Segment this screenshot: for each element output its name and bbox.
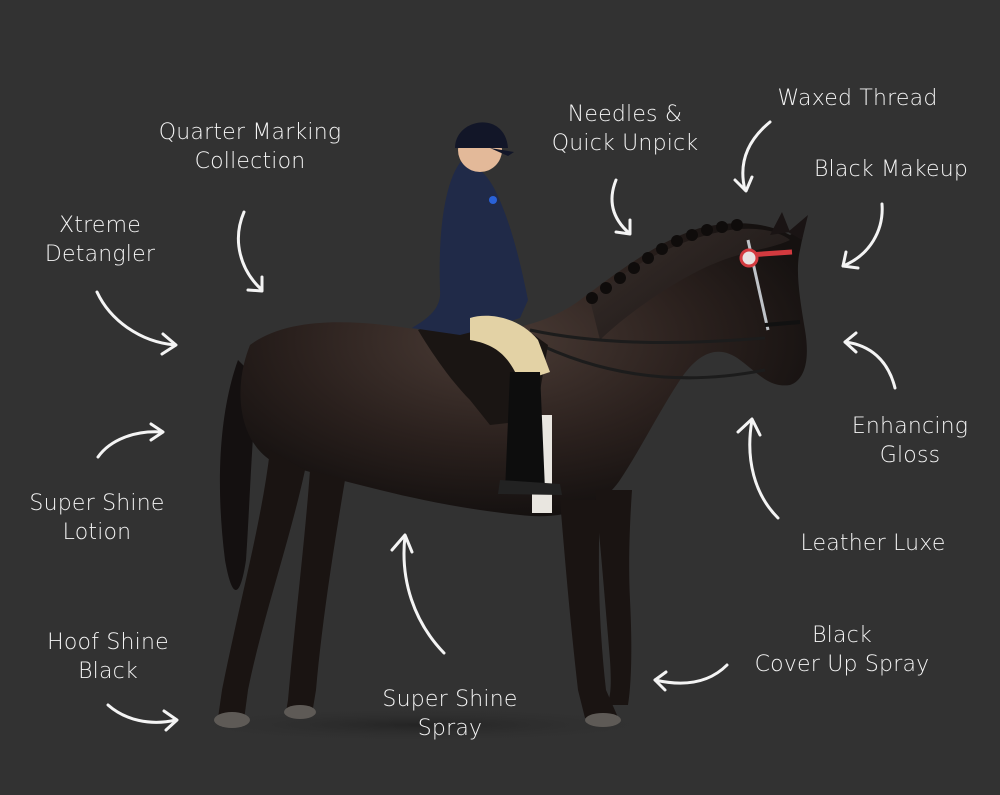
label-line: Gloss	[879, 443, 941, 468]
label-line: Xtreme	[59, 213, 141, 238]
label-black-makeup: Black Makeup	[802, 155, 980, 184]
label-line: Leather Luxe	[800, 531, 946, 556]
label-line: Enhancing	[851, 414, 969, 439]
label-line: Super Shine	[29, 491, 165, 516]
label-line: Black	[78, 659, 138, 684]
arrow-quarter-marking-icon	[236, 210, 264, 293]
label-line: Needles &	[567, 102, 683, 127]
label-line: Black	[812, 623, 872, 648]
label-line: Detangler	[44, 242, 156, 267]
hooves	[214, 705, 621, 728]
arrow-enhancing-gloss-icon	[843, 331, 897, 390]
arrow-super-shine-lotion-icon	[96, 422, 165, 459]
label-line: Collection	[194, 149, 306, 174]
label-xtreme-detangler: Xtreme Detangler	[40, 211, 160, 269]
label-line: Waxed Thread	[777, 86, 938, 111]
rider	[412, 122, 562, 495]
arrow-xtreme-detangler-icon	[95, 290, 178, 356]
label-line: Hoof Shine	[47, 630, 169, 655]
label-line: Quick Unpick	[551, 131, 699, 156]
label-super-shine-lotion: Super Shine Lotion	[22, 489, 172, 547]
arrow-black-cover-up-icon	[653, 663, 729, 692]
label-hoof-shine-black: Hoof Shine Black	[38, 628, 178, 686]
label-line: Super Shine	[382, 687, 518, 712]
arrow-needles-icon	[610, 178, 632, 236]
label-line: Black Makeup	[813, 157, 969, 182]
label-line: Lotion	[62, 520, 132, 545]
label-line: Quarter Marking	[158, 120, 342, 145]
arrow-leather-luxe-icon	[736, 417, 780, 520]
arrow-waxed-thread-icon	[733, 120, 772, 193]
label-quarter-marking: Quarter Marking Collection	[150, 118, 350, 176]
arrow-super-shine-spray-icon	[390, 533, 446, 655]
label-leather-luxe: Leather Luxe	[798, 529, 948, 558]
label-needles: Needles & Quick Unpick	[540, 100, 710, 158]
arrow-black-makeup-icon	[841, 202, 884, 270]
label-line: Cover Up Spray	[754, 652, 930, 677]
mane-plaits	[586, 219, 743, 304]
horse-legs	[218, 450, 632, 722]
label-super-shine-spray: Super Shine Spray	[375, 685, 525, 743]
label-line: Spray	[417, 716, 483, 741]
label-waxed-thread: Waxed Thread	[765, 84, 950, 113]
horse-neck	[590, 228, 790, 340]
rosette	[739, 248, 759, 268]
label-enhancing-gloss: Enhancing Gloss	[845, 412, 975, 470]
arrow-hoof-shine-black-icon	[106, 703, 179, 732]
label-black-cover-up: Black Cover Up Spray	[742, 621, 942, 679]
